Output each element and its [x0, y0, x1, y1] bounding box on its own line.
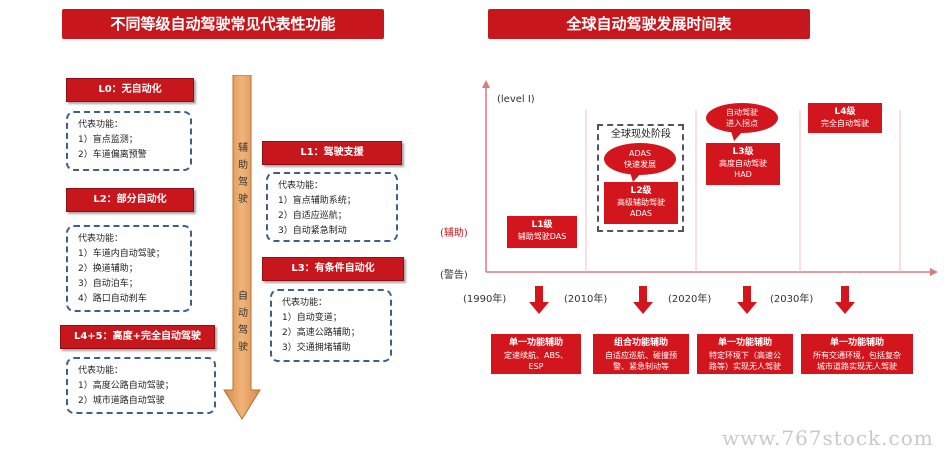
down-arrow-icon [835, 286, 855, 314]
bottom-box-4: 单一功能辅助 所有交通环境，包括复杂 城市道路实现无人驾驶 [801, 334, 913, 374]
feature-item: 1）盲点监测； [78, 135, 138, 145]
bottom-box-title: 单一功能辅助 [717, 338, 772, 348]
level-l0-title: L0：无自动化 [66, 78, 194, 102]
bottom-box-2: 组合功能辅助 自适应巡航、碰撞预 警、紧急制动等 [593, 334, 689, 374]
bubble-adas-line: 快速发展 [624, 160, 656, 169]
down-arrow-icon [529, 286, 549, 314]
bubble-adas-tail [630, 172, 642, 182]
bottom-box-line: 自适应巡航、碰撞预 [605, 351, 677, 360]
l1-desc: 辅助驾驶DAS [517, 232, 567, 241]
l2-desc: ADAS [629, 209, 653, 218]
l1-label: L1级 [531, 220, 553, 230]
feature-item: 1）盲点辅助系统； [278, 196, 356, 206]
axis-label-auto: 自动驾驶 [238, 291, 248, 353]
bubble-inflection-tail [731, 131, 743, 141]
bottom-box-line: 警、紧急制动等 [613, 362, 669, 371]
bubble-inflection-line: 进入拐点 [726, 119, 758, 128]
bottom-box-title: 组合功能辅助 [613, 338, 668, 348]
feature-item: 3）自动紧急制动 [278, 226, 347, 236]
level-l3-title: L3：有条件自动化 [262, 257, 404, 281]
feature-item: 3）交通拥堵辅助 [282, 343, 351, 353]
current-stage-label: 全球现处阶段 [611, 129, 671, 140]
feature-heading: 代表功能： [282, 298, 328, 308]
year-2020: (2020年) [668, 294, 712, 305]
bubble-adas-line: ADAS [628, 149, 652, 158]
l3-desc: HAD [734, 170, 752, 179]
feature-item: 2）城市道路自动驾驶 [78, 396, 165, 406]
axis-arrow [223, 75, 261, 420]
feature-heading: 代表功能： [278, 181, 324, 191]
l4-label: L4级 [834, 107, 856, 117]
timeline-l3: L3级 高度自动驾驶 HAD [706, 143, 780, 185]
bottom-box-1: 单一功能辅助 定速续航、ABS、 ESP [491, 334, 581, 374]
bottom-box-title: 单一功能辅助 [829, 338, 884, 348]
feature-item: 2）自适应巡航； [278, 211, 347, 221]
level-l0-features: 代表功能： 1）盲点监测； 2）车道偏离预警 [66, 111, 192, 171]
bubble-inflection: 自动驾驶 进入拐点 [706, 103, 778, 133]
year-2010: (2010年) [564, 294, 608, 305]
year-1990: (1990年) [463, 294, 507, 305]
bottom-box-line: 特定环境下（高速公 [709, 351, 781, 360]
timeline-axes [482, 80, 938, 276]
bubble-adas: ADAS 快速发展 [604, 143, 676, 175]
feature-heading: 代表功能： [78, 120, 124, 130]
feature-item: 1）自动变道； [282, 313, 342, 323]
timeline-l2: L2级 高级辅助驾驶 ADAS [604, 182, 678, 224]
feature-item: 1）高度公路自动驾驶； [78, 381, 174, 391]
feature-item: 4）路口自动刹车 [78, 294, 147, 304]
l2-desc: 高级辅助驾驶 [617, 198, 665, 207]
feature-item: 3）自动泊车； [78, 279, 138, 289]
bottom-box-line: 城市道路实现无人驾驶 [817, 362, 897, 371]
bubble-inflection-line: 自动驾驶 [726, 108, 758, 117]
y-axis-warn-label: (警告) [440, 270, 468, 281]
current-stage-frame [597, 124, 684, 232]
bottom-box-title: 单一功能辅助 [508, 338, 563, 348]
down-arrow-icon [737, 286, 757, 314]
level-l2-title: L2：部分自动化 [66, 188, 194, 212]
level-l1-features: 代表功能： 1）盲点辅助系统； 2）自适应巡航； 3）自动紧急制动 [266, 172, 398, 242]
l4-desc: 完全自动驾驶 [821, 119, 869, 128]
level-l2-features: 代表功能： 1）车道内自动驾驶； 2）换道辅助； 3）自动泊车； 4）路口自动刹… [66, 225, 192, 312]
timeline-l1: L1级 辅助驾驶DAS [507, 216, 577, 248]
feature-item: 2）换道辅助； [78, 264, 138, 274]
feature-item: 2）高速公路辅助； [282, 328, 360, 338]
feature-item: 2）车道偏离预警 [78, 150, 147, 160]
watermark: www.767stock.com [722, 426, 934, 450]
feature-heading: 代表功能： [78, 366, 124, 376]
bottom-box-line: 定速续航、ABS、 [504, 351, 568, 360]
y-axis-label: (level I) [497, 94, 535, 105]
year-2030: (2030年) [770, 294, 814, 305]
left-banner: 不同等级自动驾驶常见代表性功能 [62, 9, 384, 39]
feature-heading: 代表功能： [78, 234, 124, 244]
bottom-box-line: ESP [528, 362, 544, 371]
level-l1-title: L1：驾驶支援 [262, 141, 402, 165]
level-l45-title: L4+5：高度+完全自动驾驶 [60, 325, 215, 349]
l3-label: L3级 [732, 147, 754, 157]
l2-label: L2级 [630, 186, 652, 196]
feature-item: 1）车道内自动驾驶； [78, 249, 165, 259]
y-axis-assist-label: (辅助) [440, 228, 468, 239]
timeline-l4: L4级 完全自动驾驶 [808, 103, 882, 133]
axis-label-assist: 辅助驾驶 [238, 143, 248, 205]
bottom-box-3: 单一功能辅助 特定环境下（高速公 路等）实现无人驾驶 [697, 334, 793, 374]
level-l45-features: 代表功能： 1）高度公路自动驾驶； 2）城市道路自动驾驶 [66, 357, 216, 414]
level-l3-features: 代表功能： 1）自动变道； 2）高速公路辅助； 3）交通拥堵辅助 [270, 289, 392, 362]
bottom-box-line: 所有交通环境，包括复杂 [813, 351, 901, 360]
l3-desc: 高度自动驾驶 [719, 159, 767, 168]
bottom-box-line: 路等）实现无人驾驶 [709, 362, 781, 371]
right-banner: 全球自动驾驶发展时间表 [488, 9, 810, 39]
down-arrow-icon [633, 286, 653, 314]
